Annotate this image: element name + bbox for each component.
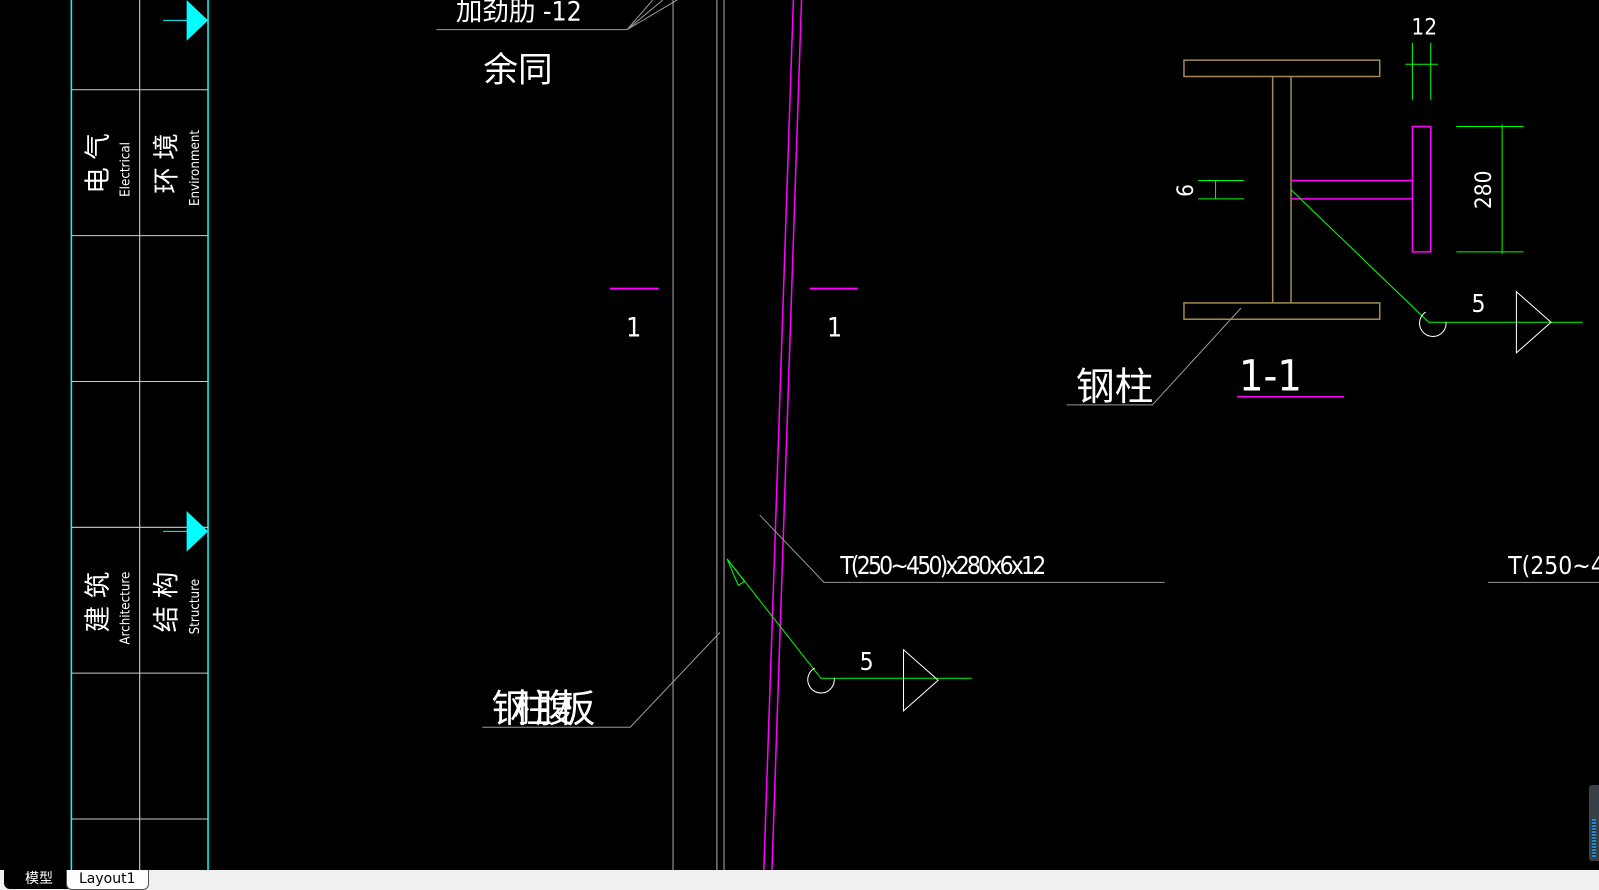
environment-cn: 环 境 bbox=[151, 133, 182, 194]
tab-model[interactable]: 模型 bbox=[4, 870, 74, 889]
web-label: 钢柱腹板 bbox=[492, 687, 596, 732]
section-mark-right: 1 bbox=[827, 313, 842, 344]
dim-thickness: 12 bbox=[1411, 15, 1437, 41]
weld-size-main: 5 bbox=[860, 647, 874, 676]
stiffener-spec-cut: T(250~45 bbox=[1507, 551, 1599, 580]
title-block: 电 气 Electrical 环 境 Environment 建 筑 Archi… bbox=[70, 0, 209, 870]
dim-web: 6 bbox=[1173, 184, 1199, 197]
stiffener-note: 加劲肋 -12 bbox=[456, 0, 582, 27]
column-label: 钢柱 bbox=[1076, 365, 1153, 410]
stiffener-spec: T(250~450)x280x6x12 bbox=[839, 551, 1046, 580]
drawing-canvas[interactable]: 电 气 Electrical 环 境 Environment 建 筑 Archi… bbox=[0, 0, 1599, 870]
section-mark-left: 1 bbox=[626, 313, 641, 344]
section-1-1: 12 280 6 5 钢柱 1-1 bbox=[1066, 15, 1583, 410]
same-note: 余同 bbox=[483, 51, 552, 91]
navigation-bar-widget[interactable] bbox=[1589, 785, 1599, 861]
section-title: 1-1 bbox=[1239, 352, 1302, 402]
structure-en: Structure bbox=[188, 579, 203, 634]
layout-tab-bar: 模型 Layout1 bbox=[0, 870, 1599, 890]
weld-size-section: 5 bbox=[1472, 289, 1486, 318]
architecture-cn: 建 筑 bbox=[83, 572, 114, 633]
weld-symbol: 5 bbox=[726, 558, 972, 713]
tab-layout1[interactable]: Layout1 bbox=[66, 870, 149, 890]
environment-en: Environment bbox=[188, 130, 203, 206]
dim-height: 280 bbox=[1471, 171, 1497, 210]
structure-cn: 结 构 bbox=[151, 572, 182, 633]
architecture-en: Architecture bbox=[119, 572, 134, 645]
electrical-cn: 电 气 bbox=[83, 133, 114, 194]
electrical-en: Electrical bbox=[119, 142, 134, 197]
